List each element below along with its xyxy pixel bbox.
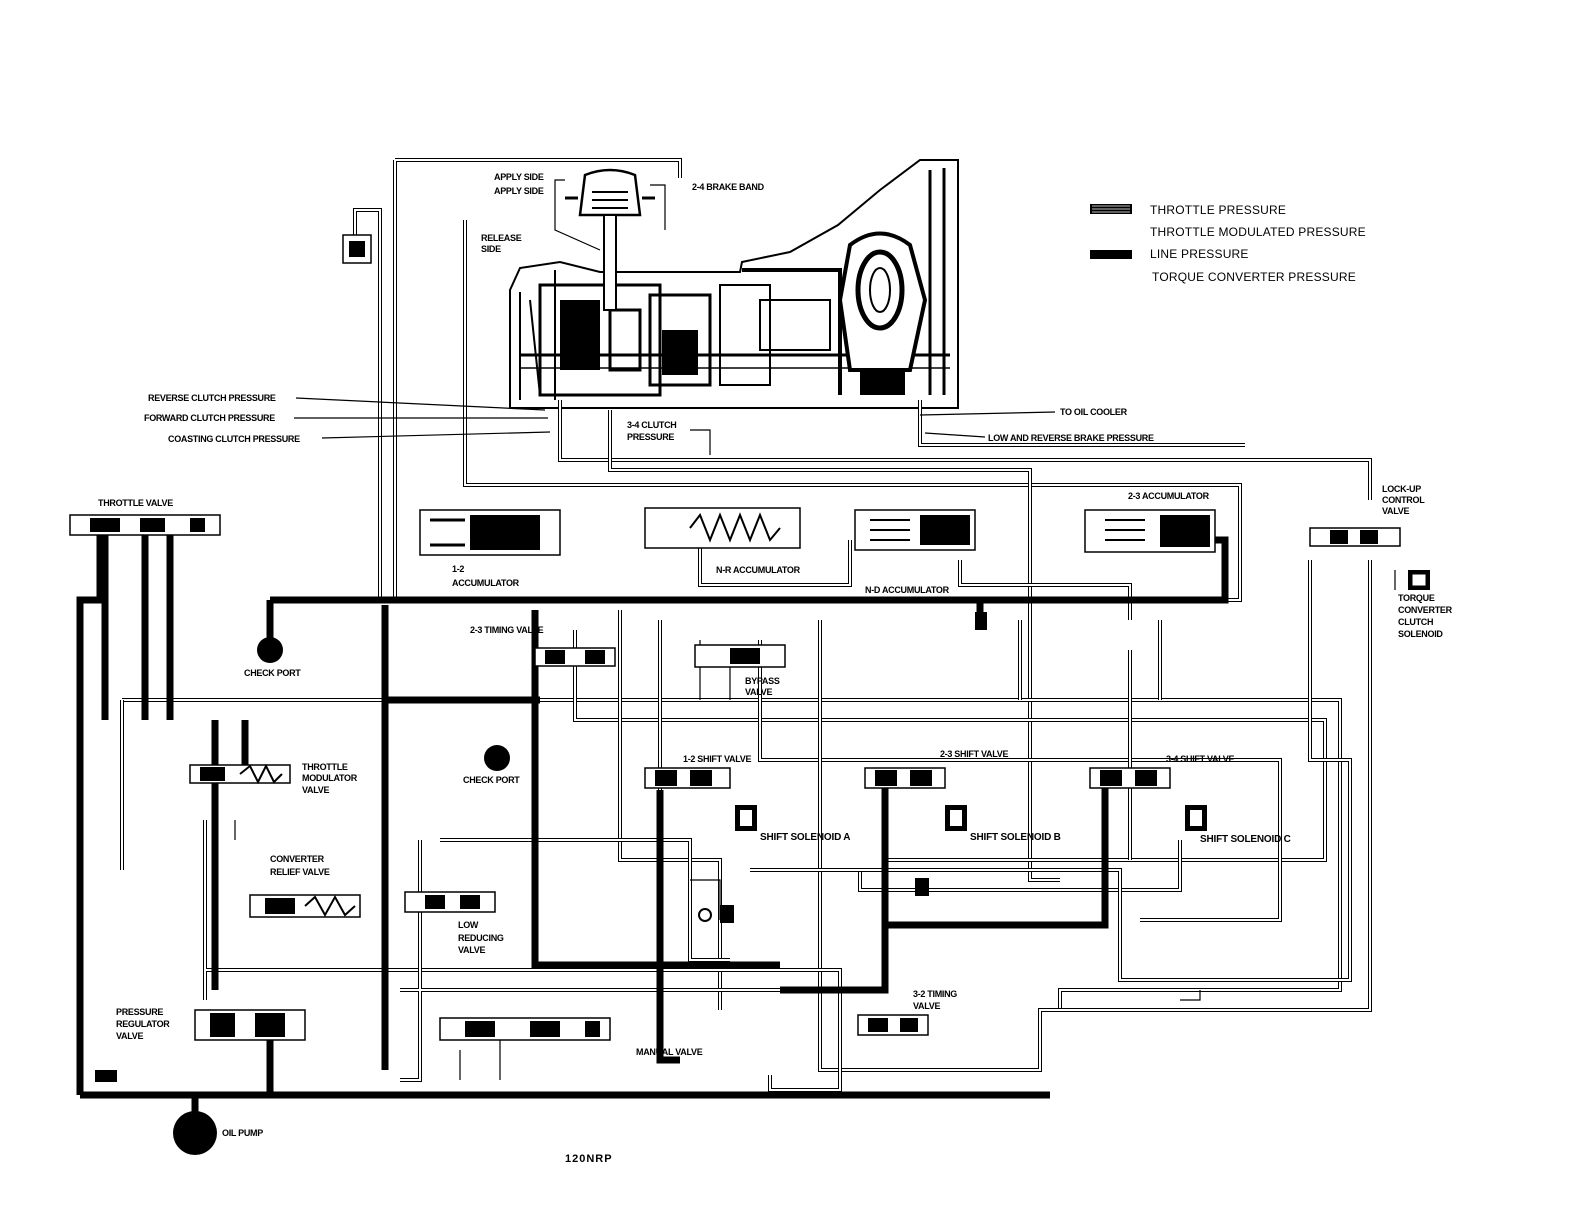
label-bypass-2: VALVE (745, 687, 772, 697)
label-release-side-1: RELEASE (481, 233, 522, 243)
label-pressure-reg-2: REGULATOR (116, 1019, 170, 1029)
label-oil-pump: OIL PUMP (222, 1128, 263, 1138)
label-timing-32-2: VALVE (913, 1001, 940, 1011)
label-shift-34: 3-4 SHIFT VALVE (1166, 754, 1234, 764)
label-tcc-2: CONVERTER (1398, 605, 1453, 615)
legend-item-throttle-pressure: THROTTLE PRESSURE (1090, 203, 1286, 217)
label-tcc-3: CLUTCH (1398, 617, 1433, 627)
label-acc-12-1: 1-2 (452, 564, 464, 574)
label-pressure-reg-3: VALVE (116, 1031, 143, 1041)
label-lockup-1: LOCK-UP (1382, 484, 1421, 494)
bypass-valve-body (694, 644, 786, 668)
ports (173, 637, 510, 1155)
double-line-passages (120, 158, 1372, 1092)
labels: APPLY SIDE APPLY SIDE 2-4 BRAKE BAND REL… (98, 172, 1453, 1165)
timing-valve-23-body (534, 647, 616, 667)
label-tcc-4: SOLENOID (1398, 629, 1443, 639)
label-apply-side-2: APPLY SIDE (494, 186, 544, 196)
transmission-case (509, 159, 959, 409)
legend-label-line-pressure: LINE PRESSURE (1150, 247, 1249, 261)
shift-valve-34-body (1089, 767, 1171, 789)
label-throttle-mod-2: MODULATOR (302, 773, 358, 783)
label-low-reducing-1: LOW (458, 920, 479, 930)
timing-valve-32-body (857, 1014, 929, 1036)
check-balls (95, 612, 987, 1082)
legend: THROTTLE PRESSURE THROTTLE MODULATED PRE… (1090, 203, 1366, 284)
leader-lines (294, 397, 1396, 590)
legend-label-throttle-modulated: THROTTLE MODULATED PRESSURE (1150, 225, 1366, 239)
label-conv-relief-2: RELIEF VALVE (270, 867, 330, 877)
accumulator-nd (854, 509, 976, 551)
line-pressure-passages (76, 530, 1229, 1099)
valves (69, 234, 1430, 1082)
label-release-side-2: SIDE (481, 244, 501, 254)
label-throttle-mod-3: VALVE (302, 785, 329, 795)
label-solenoid-c: SHIFT SOLENOID C (1200, 834, 1291, 845)
label-acc-nd: N-D ACCUMULATOR (865, 585, 950, 595)
label-shift-12: 1-2 SHIFT VALVE (683, 754, 751, 764)
label-conv-relief-1: CONVERTER (270, 854, 325, 864)
label-reverse-clutch: REVERSE CLUTCH PRESSURE (148, 393, 276, 403)
legend-label-torque-converter: TORQUE CONVERTER PRESSURE (1152, 270, 1356, 284)
label-acc-23: 2-3 ACCUMULATOR (1128, 491, 1210, 501)
throttle-modulator-body (189, 763, 291, 785)
low-reducing-body (404, 891, 496, 913)
label-solenoid-a: SHIFT SOLENOID A (760, 832, 850, 843)
figure-code: 120NRP (565, 1153, 613, 1165)
oil-pump-marker (173, 1111, 217, 1155)
tcc-solenoid-body (1408, 570, 1430, 590)
label-timing-32-1: 3-2 TIMING (913, 989, 957, 999)
converter-relief-body (249, 894, 361, 918)
label-acc-nr: N-R ACCUMULATOR (716, 565, 801, 575)
accumulator-23 (1084, 509, 1216, 553)
label-bypass-1: BYPASS (745, 676, 780, 686)
accumulator-nr (644, 507, 801, 549)
label-apply-side-1: APPLY SIDE (494, 172, 544, 182)
label-34-clutch-2: PRESSURE (627, 432, 674, 442)
check-port-2-marker (484, 745, 510, 771)
label-low-reducing-2: REDUCING (458, 933, 504, 943)
label-lockup-3: VALVE (1382, 506, 1409, 516)
label-throttle-mod-1: THROTTLE (302, 762, 348, 772)
label-brake-band: 2-4 BRAKE BAND (692, 182, 765, 192)
manual-valve-body (439, 1017, 611, 1041)
throttle-valve-body (69, 514, 221, 536)
label-solenoid-b: SHIFT SOLENOID B (970, 832, 1061, 843)
shift-solenoid-c-body (1185, 805, 1207, 831)
label-shift-23: 2-3 SHIFT VALVE (940, 749, 1008, 759)
label-check-port-2: CHECK PORT (463, 775, 520, 785)
label-timing-23: 2-3 TIMING VALVE (470, 625, 544, 635)
lockup-valve-body (1309, 527, 1401, 547)
label-low-reverse: LOW AND REVERSE BRAKE PRESSURE (988, 433, 1154, 443)
label-check-port-1: CHECK PORT (244, 668, 301, 678)
servo-valve-body (342, 234, 372, 264)
accumulator-12 (419, 509, 561, 556)
label-oil-cooler: TO OIL COOLER (1060, 407, 1128, 417)
shift-valve-12-body (644, 767, 731, 789)
legend-item-throttle-modulated: THROTTLE MODULATED PRESSURE (1150, 225, 1366, 239)
shift-solenoid-a-body (735, 805, 757, 831)
label-tcc-1: TORQUE (1398, 593, 1435, 603)
label-forward-clutch: FORWARD CLUTCH PRESSURE (144, 413, 275, 423)
label-coasting-clutch: COASTING CLUTCH PRESSURE (168, 434, 300, 444)
shift-solenoid-b-body (945, 805, 967, 831)
check-port-1-marker (257, 637, 283, 663)
legend-item-torque-converter: TORQUE CONVERTER PRESSURE (1152, 270, 1356, 284)
label-manual-valve: MANUAL VALVE (636, 1047, 703, 1057)
label-throttle-valve: THROTTLE VALVE (98, 498, 173, 508)
label-34-clutch-1: 3-4 CLUTCH (627, 420, 677, 430)
legend-item-line-pressure: LINE PRESSURE (1090, 247, 1249, 261)
label-acc-12-2: ACCUMULATOR (452, 578, 520, 588)
label-pressure-reg-1: PRESSURE (116, 1007, 163, 1017)
legend-label-throttle-pressure: THROTTLE PRESSURE (1150, 203, 1286, 217)
label-lockup-2: CONTROL (1382, 495, 1425, 505)
label-low-reducing-3: VALVE (458, 945, 485, 955)
pressure-regulator-body (194, 1009, 306, 1041)
shift-valve-23-body (864, 767, 946, 789)
